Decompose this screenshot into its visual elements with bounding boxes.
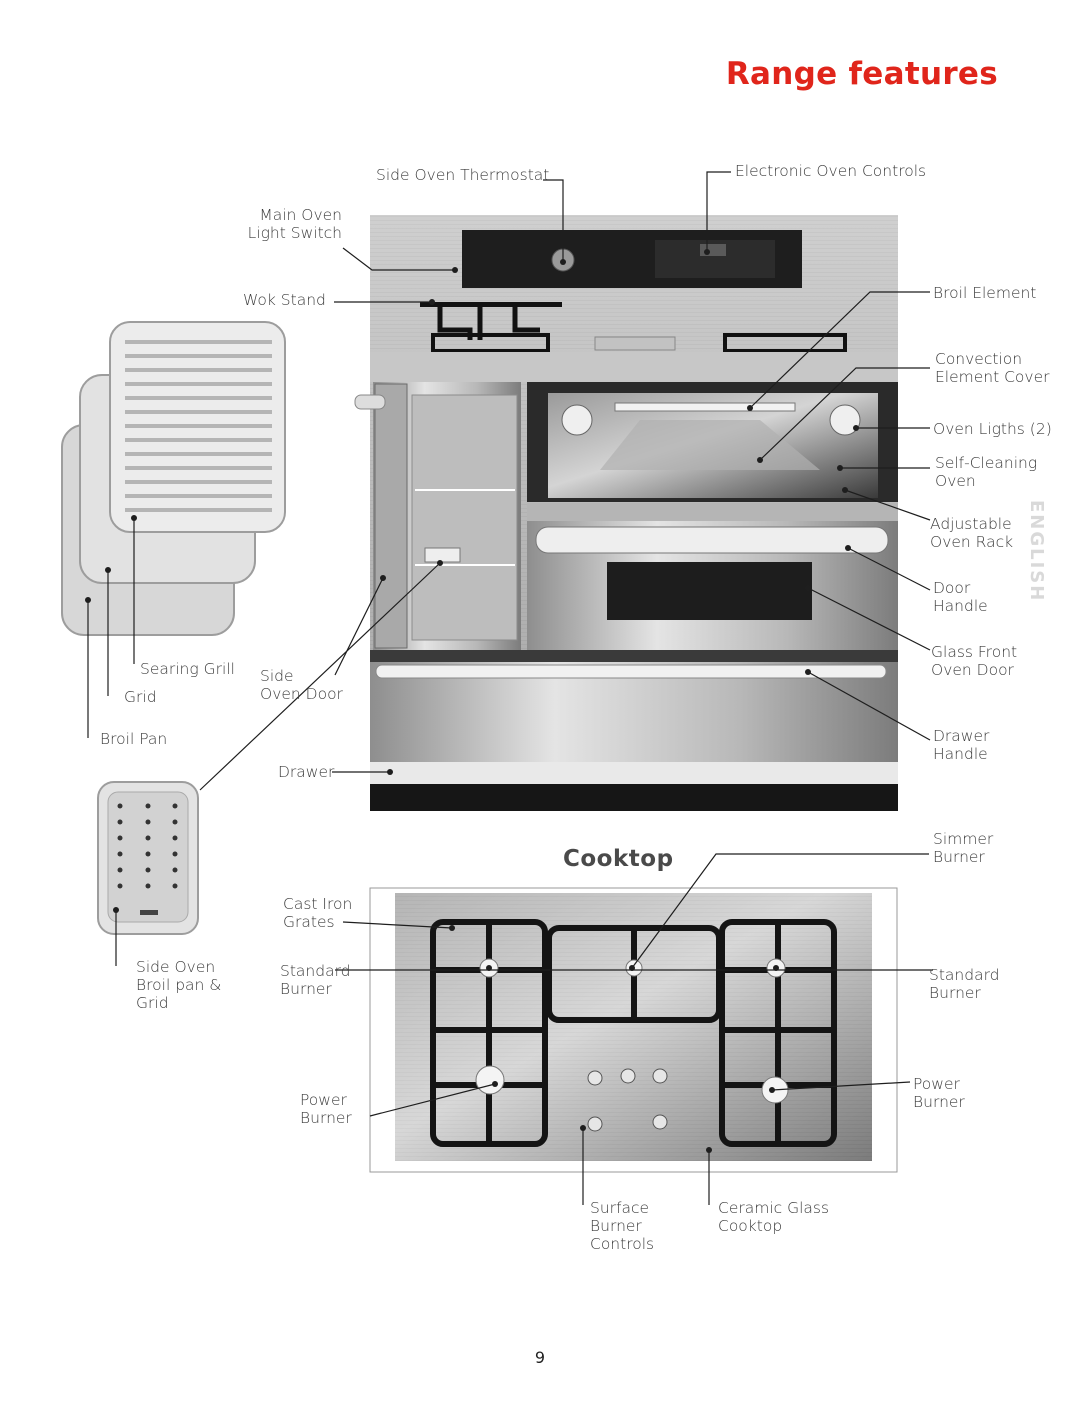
- broil-pan-illustration: [61, 321, 286, 636]
- label-broil-element: Broil Element: [933, 284, 1037, 302]
- label-searing-grill: Searing Grill: [140, 660, 235, 678]
- section-heading-cooktop: Cooktop: [563, 846, 674, 872]
- label-drawer: Drawer: [278, 763, 335, 781]
- leader-lines: [87, 171, 933, 1205]
- label-broil-pan: Broil Pan: [100, 730, 168, 748]
- label-oven-lights: Oven Ligths (2): [933, 420, 1052, 438]
- range-illustration: [354, 215, 898, 811]
- language-tab: ENGLISH: [1026, 500, 1047, 603]
- page-number: 9: [534, 1348, 546, 1367]
- page-title: Range features: [725, 56, 998, 92]
- label-wok-stand: Wok Stand: [243, 291, 326, 309]
- side-oven-pan-illustration: [97, 781, 199, 935]
- label-side-oven-thermostat: Side Oven Thermostat: [376, 166, 550, 184]
- cooktop-illustration: [369, 887, 898, 1173]
- label-electronic-oven-controls: Electronic Oven Controls: [735, 162, 927, 180]
- label-grid: Grid: [124, 688, 157, 706]
